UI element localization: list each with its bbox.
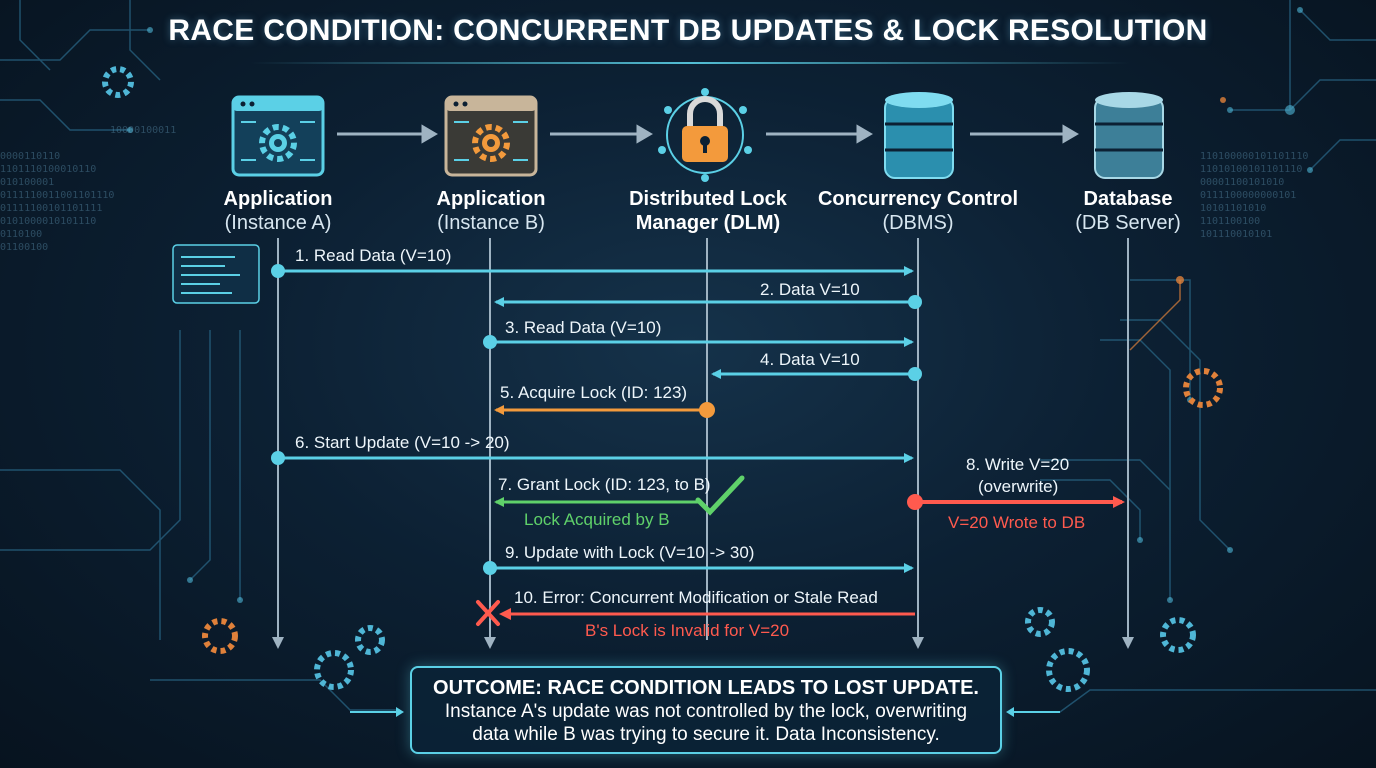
message-label-5: 5. Acquire Lock (ID: 123): [500, 383, 688, 402]
message-label-9: 9. Update with Lock (V=10 -> 30): [505, 543, 755, 562]
actor-sub-db-server: (DB Server): [1075, 212, 1181, 234]
message-origin-dot-3: [483, 335, 497, 349]
message-origin-dot-5: [699, 402, 715, 418]
padlock-network-icon: [658, 88, 752, 182]
message-label-7: 7. Grant Lock (ID: 123, to B): [498, 475, 711, 494]
message-origin-dot-1: [271, 264, 285, 278]
outcome-box: OUTCOME: RACE CONDITION LEADS TO LOST UP…: [410, 666, 1002, 754]
message-origin-dot-4: [908, 367, 922, 381]
message-label-2: 2. Data V=10: [760, 280, 860, 299]
actor-name-instance-b: Application: [436, 188, 546, 210]
actor-name-dbms: Concurrency Control: [817, 188, 1019, 210]
message-origin-dot-9: [483, 561, 497, 575]
database-stack-icon: [884, 92, 954, 179]
gear-icon: [102, 66, 1196, 692]
binary-decoration-top: 10000100011: [110, 125, 177, 136]
binary-decoration-left: 0000110110 1101110100010110 010100001 01…: [0, 151, 115, 253]
lock-invalid-note: B's Lock is Invalid for V=20: [585, 621, 790, 640]
db-write-note: V=20 Wrote to DB: [948, 513, 1086, 532]
actor-sub-instance-a: (Instance A): [224, 212, 332, 234]
message-label-10: 10. Error: Concurrent Modification or St…: [514, 588, 878, 607]
outcome-line-2: data while B was trying to secure it. Da…: [472, 724, 940, 745]
actor-name-instance-a: Application: [223, 188, 333, 210]
app-window-gear-icon: [231, 95, 325, 177]
title-underline: [250, 62, 1130, 64]
message-label-4: 4. Data V=10: [760, 350, 860, 369]
database-stack-icon: [1094, 92, 1164, 179]
actor-sub-dlm: Manager (DLM): [635, 212, 781, 234]
code-panel-icon: [172, 244, 260, 304]
outcome-title: OUTCOME: RACE CONDITION LEADS TO LOST UP…: [433, 677, 979, 699]
gear-icon: [202, 368, 1223, 654]
message-label-1: 1. Read Data (V=10): [295, 246, 452, 265]
message-label-8-detail: (overwrite): [978, 477, 1059, 496]
actor-name-db-server: Database: [1083, 188, 1173, 210]
message-origin-dot-8: [907, 494, 923, 510]
checkmark-icon: [695, 475, 745, 516]
app-window-gear-icon: [444, 95, 538, 177]
actor-name-dlm: Distributed Lock: [629, 188, 787, 210]
message-origin-dot-6: [271, 451, 285, 465]
message-label-6: 6. Start Update (V=10 -> 20): [295, 433, 510, 452]
lock-acquired-note: Lock Acquired by B: [524, 510, 670, 529]
binary-decoration-right: 110100000101101110 11010100101101110 000…: [1200, 151, 1309, 240]
actor-sub-instance-b: (Instance B): [437, 212, 545, 234]
error-x-icon: [476, 600, 500, 626]
actor-sub-dbms: (DBMS): [882, 212, 954, 234]
outcome-line-1: Instance A's update was not controlled b…: [444, 701, 968, 722]
message-origin-dot-2: [908, 295, 922, 309]
message-label-8: 8. Write V=20: [966, 455, 1070, 474]
actor-icons: [231, 88, 1164, 182]
diagram-title: RACE CONDITION: CONCURRENT DB UPDATES & …: [168, 14, 1208, 47]
message-label-3: 3. Read Data (V=10): [505, 318, 662, 337]
